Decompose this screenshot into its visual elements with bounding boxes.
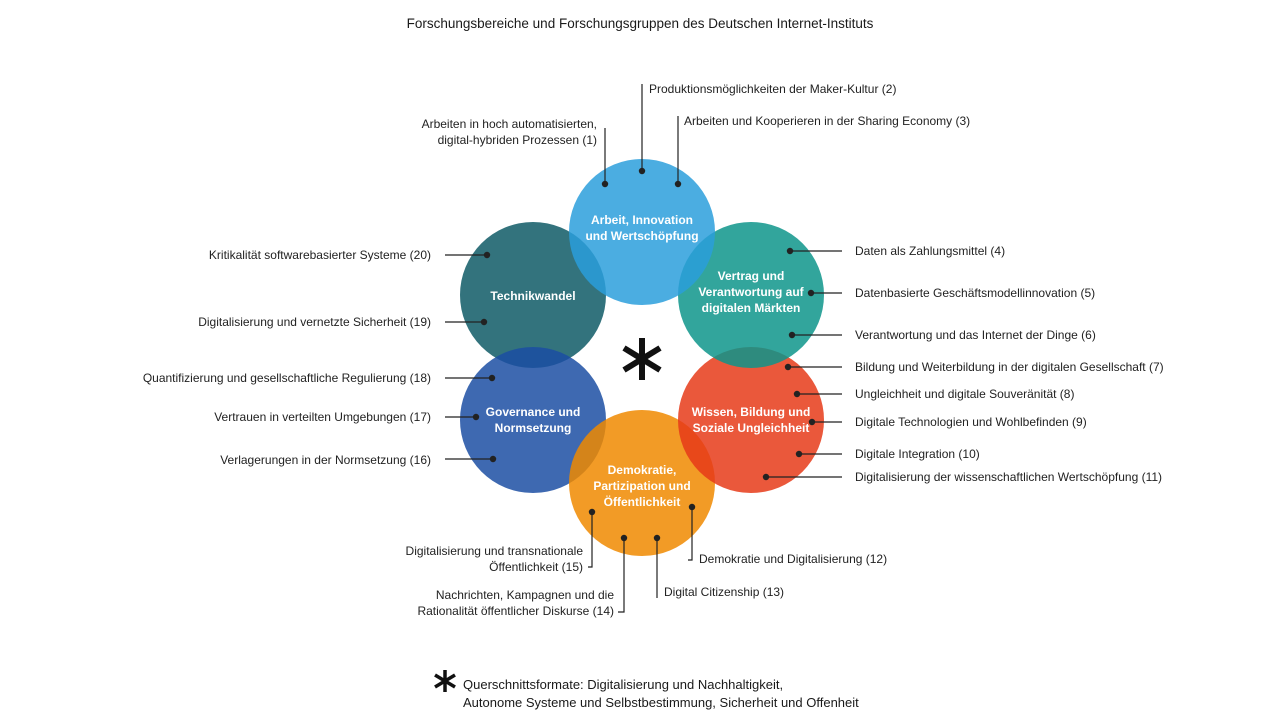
diagram-title: Forschungsbereiche und Forschungsgruppen… [406,16,874,31]
group-label-2: Produktionsmöglichkeiten der Maker-Kultu… [649,82,897,96]
group-label-11: Digitalisierung der wissenschaftlichen W… [855,470,1163,484]
group-label-3: Arbeiten und Kooperieren in der Sharing … [684,114,971,128]
dot-g18 [488,374,496,382]
connector-g12 [688,507,693,561]
group-label-17: Vertrauen in verteilten Umgebungen (17) [214,410,431,424]
dot-g6 [788,331,796,339]
group-label-18: Quantifizierung und gesellschaftliche Re… [142,371,431,385]
area-label-technikwandel: Technikwandel [490,289,576,303]
group-label-7: Bildung und Weiterbildung in der digital… [855,360,1164,374]
circle-wissen [678,347,824,493]
dot-g1 [601,180,609,188]
dot-g4 [786,247,794,255]
group-label-20: Kritikalität softwarebasierter Systeme (… [208,248,431,262]
group-label-12: Demokratie und Digitalisierung (12) [699,552,888,566]
group-label-13: Digital Citizenship (13) [664,585,785,599]
dot-g13 [653,534,661,542]
group-label-6: Verantwortung und das Internet der Dinge… [855,328,1096,342]
group-label-19: Digitalisierung und vernetzte Sicherheit… [198,315,431,329]
group-label-10: Digitale Integration (10) [855,447,980,461]
connector-g15 [588,512,593,568]
group-label-16: Verlagerungen in der Normsetzung (16) [220,453,431,467]
circle-governance [460,347,606,493]
connector-g14 [618,538,625,613]
dot-g3 [674,180,682,188]
footer-asterisk-icon [434,670,456,692]
dot-g5 [807,289,815,297]
group-label-1: Arbeiten in hoch automatisierten,digital… [421,117,597,147]
group-label-4: Daten als Zahlungsmittel (4) [855,244,1006,258]
dot-g20 [483,251,491,259]
group-label-9: Digitale Technologien und Wohlbefinden (… [855,415,1087,429]
dot-g7 [784,363,792,371]
dot-g9 [808,418,816,426]
dot-g17 [472,413,480,421]
asterisk-icon [622,338,662,380]
dot-g12 [688,503,696,511]
dot-g15 [588,508,596,516]
dot-g8 [793,390,801,398]
footer-note: Querschnittsformate: Digitalisierung und… [463,677,859,710]
circle-demokratie [569,410,715,556]
dot-g16 [489,455,497,463]
dot-g14 [620,534,628,542]
dot-g10 [795,450,803,458]
circle-vertrag [678,222,824,368]
circle-arbeit [569,159,715,305]
dot-g11 [762,473,770,481]
circle-technikwandel [460,222,606,368]
dot-g19 [480,318,488,326]
group-label-5: Datenbasierte Geschäftsmodellinnovation … [855,286,1096,300]
group-label-8: Ungleichheit und digitale Souveränität (… [855,387,1075,401]
dot-g2 [638,167,646,175]
